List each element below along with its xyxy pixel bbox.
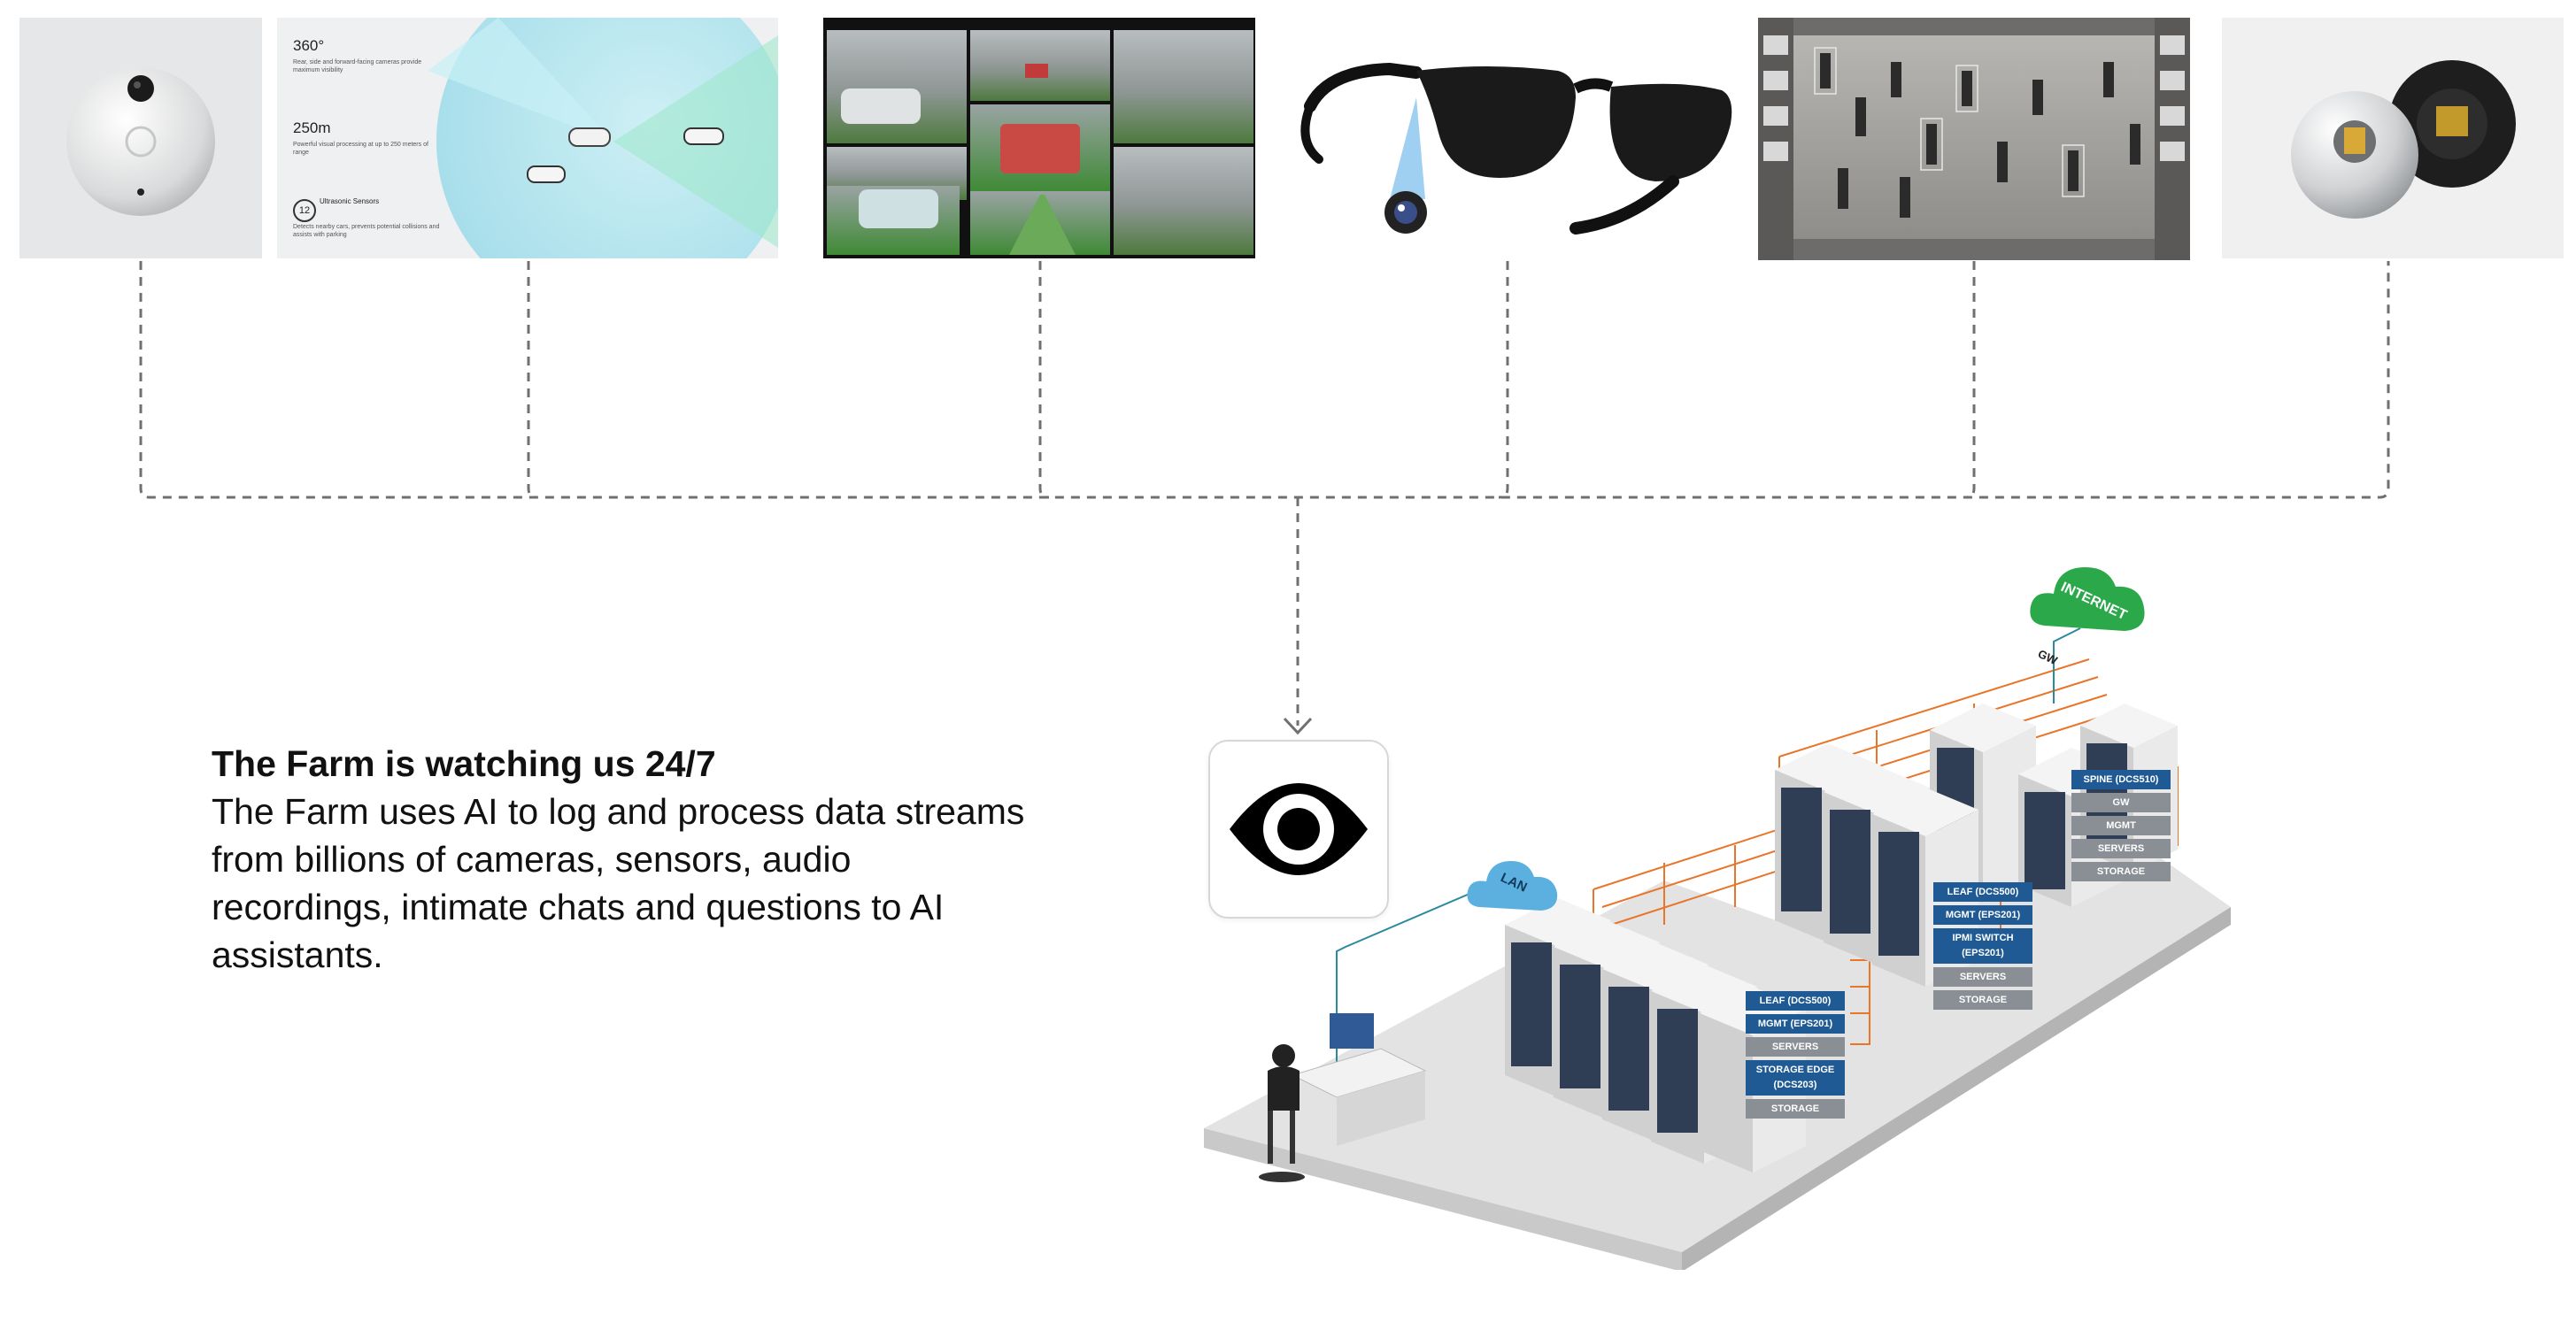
operator-workstation [1259,1013,1427,1182]
stack-label-gw: GW [2071,793,2171,812]
datacenter-diagram: INTERNET GW LAN SPINE (DCS510) GW MGMT S… [1204,553,2248,1272]
coverage-title: 360° [293,37,325,54]
stack-label-storage-edge: STORAGE EDGE (DCS203) [1746,1060,1845,1096]
crowd-surveillance-icon [1758,18,2190,260]
car-sensors-panel: 360° Rear, side and forward-facing camer… [277,18,778,258]
connector-lines [139,261,2390,735]
headline: The Farm is watching us 24/7 The Farm us… [212,740,1026,979]
crowd-surveillance-panel [1758,18,2190,260]
internet-cloud: INTERNET [2027,555,2151,652]
range-description: Powerful visual processing at up to 250 … [293,142,428,156]
stack-label-storage: STORAGE [1746,1099,1845,1119]
internet-cloud-icon [2030,567,2145,631]
stack-label-servers: SERVERS [1746,1037,1845,1057]
camera-glasses-panel [1292,35,1744,257]
doorbell-camera-icon [66,67,215,216]
range-title: 250m [293,119,331,136]
stack-label-leaf: LEAF (DCS500) [1746,991,1845,1011]
sphere-sensor-icon [2291,60,2516,219]
spine-stack: SPINE (DCS510) GW MGMT SERVERS STORAGE [2071,770,2171,881]
stack-label-servers: SERVERS [1933,967,2032,987]
ultrasonic-description: Detects nearby cars, prevents potential … [293,224,440,238]
stack-label-mgmt-eps: MGMT (EPS201) [1933,905,2032,925]
coverage-description: Rear, side and forward-facing cameras pr… [293,59,422,73]
sphere-sensor-panel [2222,18,2564,258]
mid-stack: LEAF (DCS500) MGMT (EPS201) IPMI SWITCH … [1933,882,2032,1010]
camera-feeds-panel [823,18,1255,258]
ultrasonic-title: Ultrasonic Sensors [320,197,380,205]
car-sensors-icon [428,18,778,258]
doorbell-camera-panel [19,18,262,258]
stack-label-spine: SPINE (DCS510) [2071,770,2171,789]
lan-cloud-icon [1467,861,1558,911]
stack-label-ipmi: IPMI SWITCH (EPS201) [1933,928,2032,964]
stack-label-mgmt-eps: MGMT (EPS201) [1746,1014,1845,1034]
headline-title: The Farm is watching us 24/7 [212,743,716,784]
headline-body: The Farm uses AI to log and process data… [212,791,1025,975]
camera-grid-icon [827,30,1253,255]
front-stack: LEAF (DCS500) MGMT (EPS201) SERVERS STOR… [1746,991,1845,1119]
lan-cloud: LAN [1465,854,1562,925]
stack-label-leaf: LEAF (DCS500) [1933,882,2032,902]
stack-label-storage: STORAGE [2071,862,2171,881]
ultrasonic-count: 12 [293,199,316,222]
datacenter-illustration [1204,627,2231,1272]
stack-label-storage: STORAGE [1933,990,2032,1010]
eye-hub [1208,740,1389,919]
smart-glasses-icon [1300,62,1732,235]
stack-label-servers: SERVERS [2071,839,2171,858]
eye-icon [1230,783,1368,875]
stack-label-mgmt: MGMT [2071,816,2171,835]
